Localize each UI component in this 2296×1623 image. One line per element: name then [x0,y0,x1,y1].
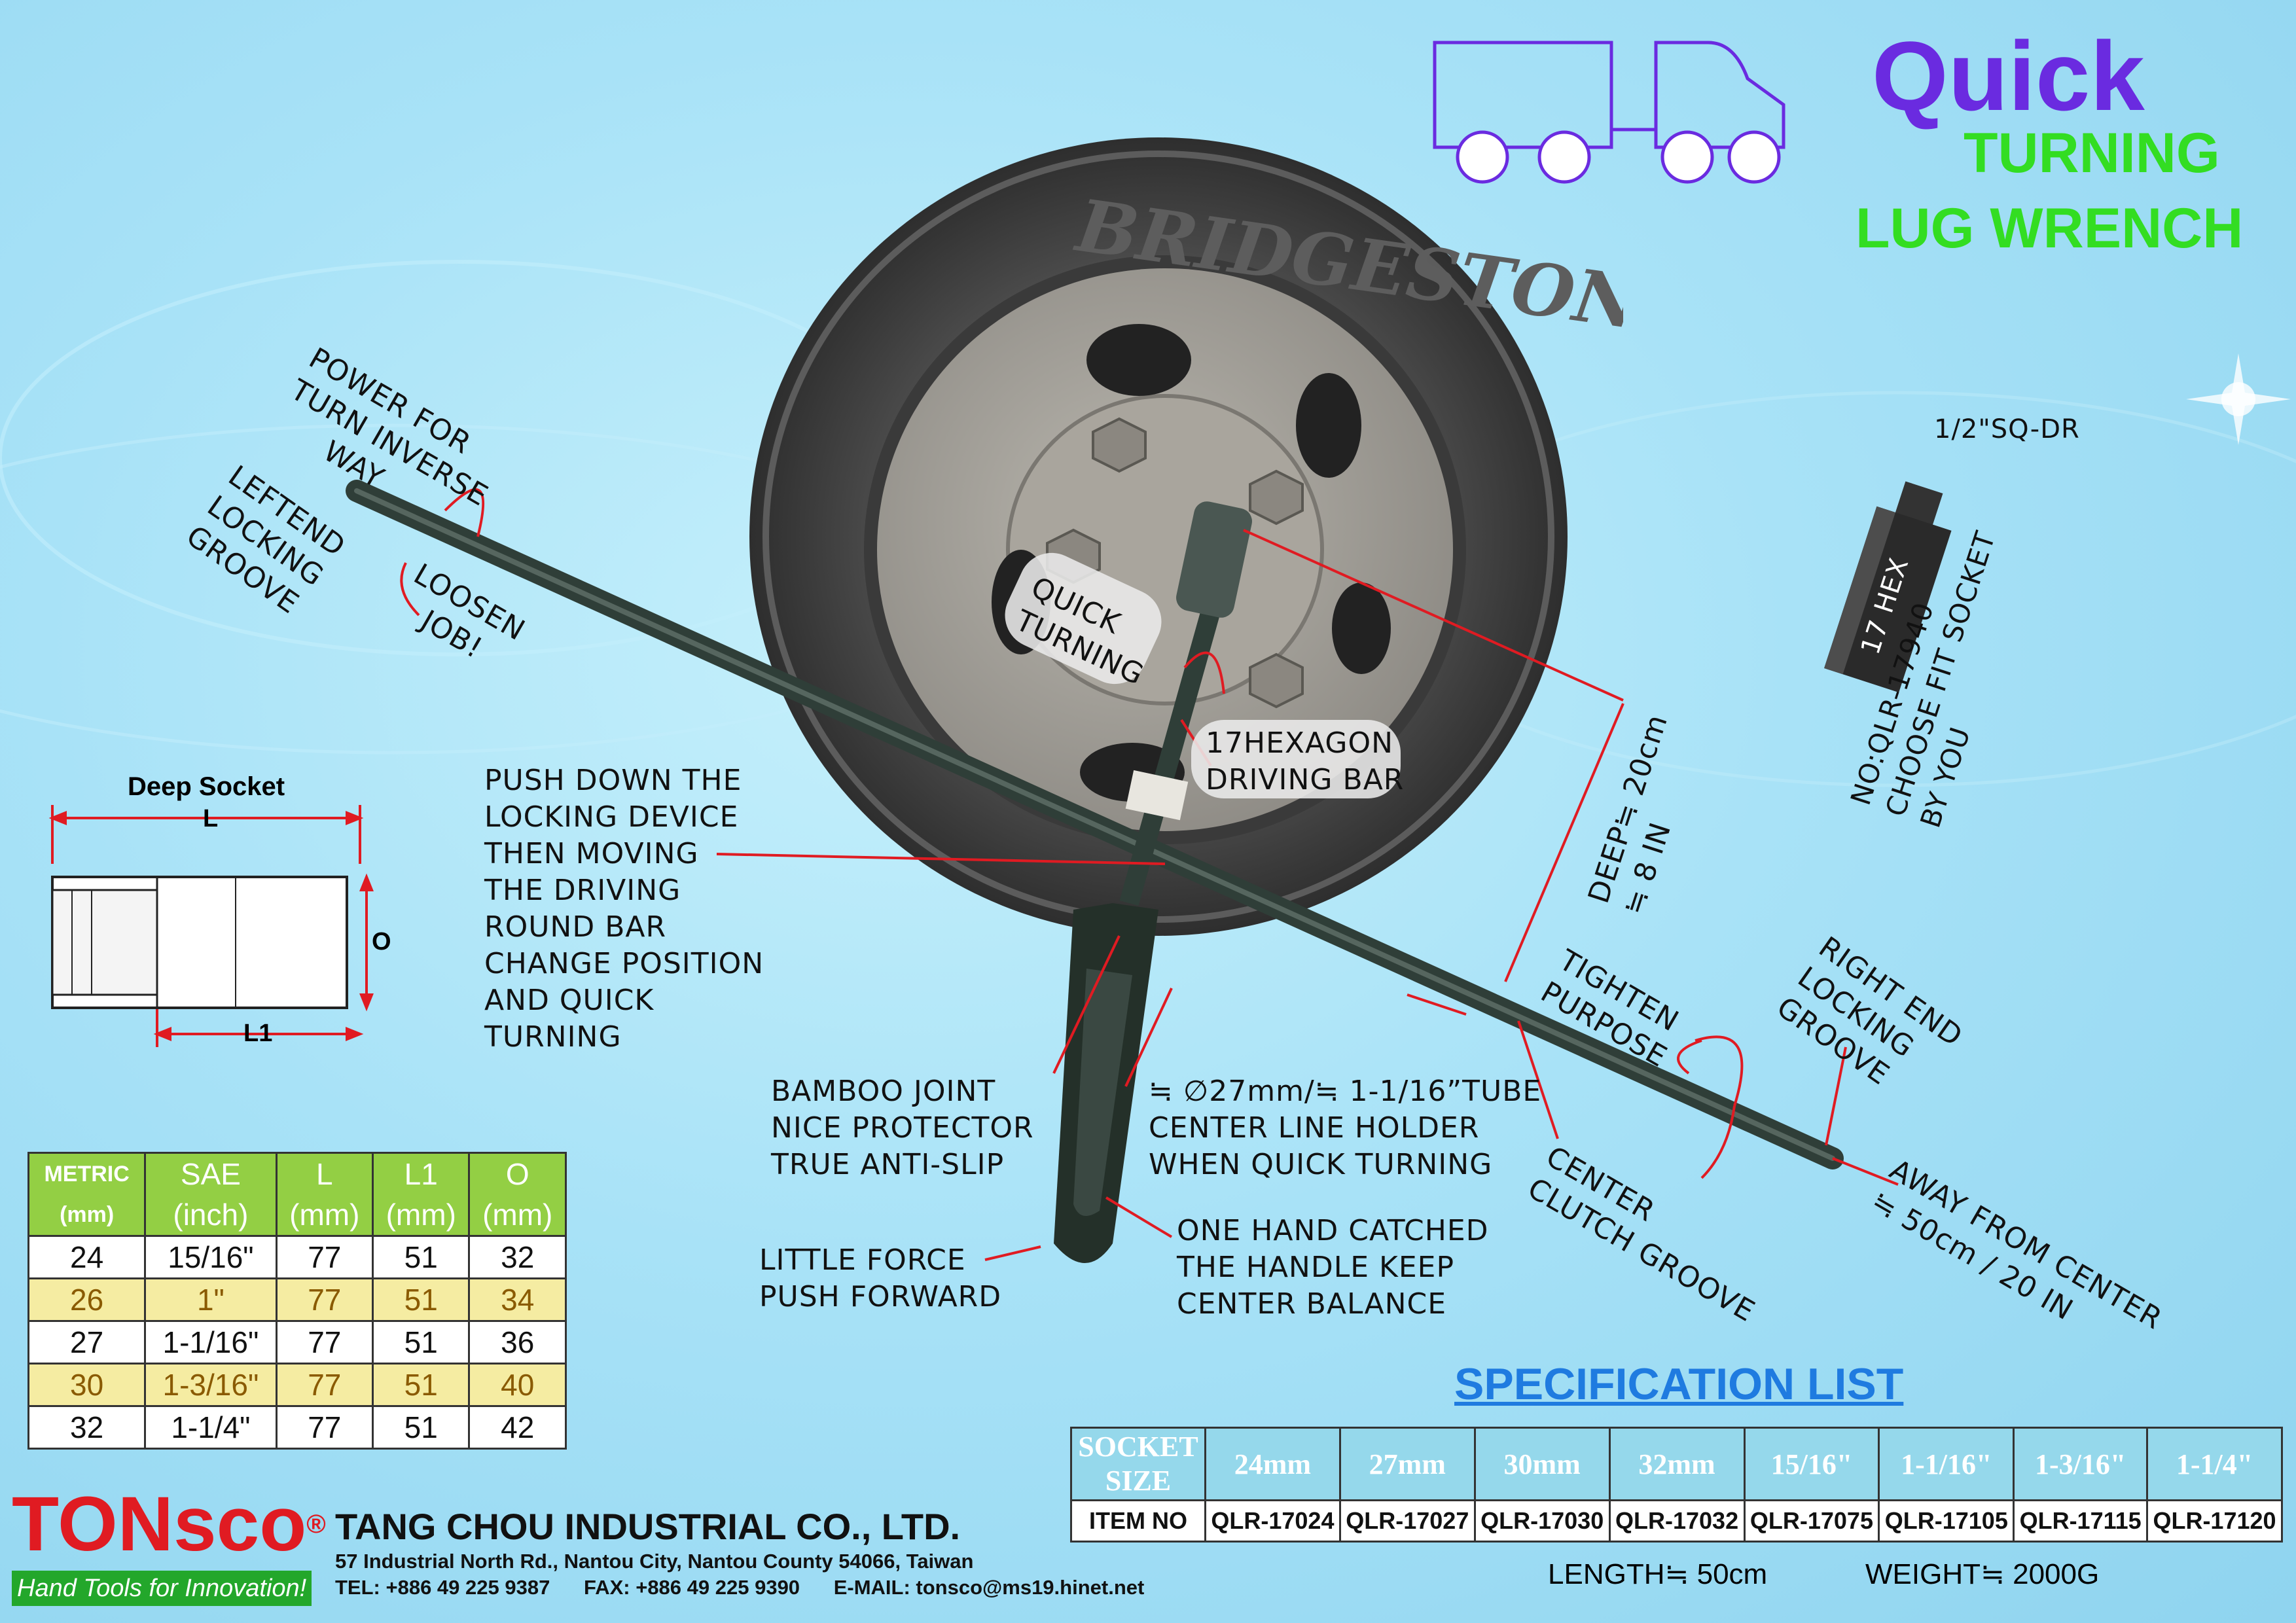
table-cell: 15/16" [144,1235,278,1279]
table-cell: 30 [27,1363,147,1407]
spec-size-cell: 1-1/4" [2146,1427,2283,1501]
callout-sq-dr: 1/2"SQ-DR [1934,414,2080,444]
table-cell: 77 [275,1235,374,1279]
table-cell: 26 [27,1277,147,1322]
header-metric: METRIC(mm) [27,1152,147,1237]
spec-size-cell: 15/16" [1743,1427,1880,1501]
table-row: 30 1-3/16" 77 51 40 [27,1363,567,1407]
spec-list-title: SPECIFICATION LIST [1454,1359,1904,1409]
deep-socket-diagram [48,805,374,1047]
spec-size-cell: 1-3/16" [2013,1427,2149,1501]
company-address: 57 Industrial North Rd., Nantou City, Na… [335,1550,974,1573]
table-cell: 1-1/16" [144,1320,278,1364]
table-cell: 51 [372,1235,471,1279]
table-cell: 42 [468,1405,567,1450]
spec-size-cell: 1-1/16" [1878,1427,2015,1501]
header-l1: L1(mm) [372,1152,471,1237]
header-o: O(mm) [468,1152,567,1237]
deep-socket-title: Deep Socket [128,772,285,801]
table-cell: 77 [275,1277,374,1322]
table-row: 26 1" 77 51 34 [27,1277,567,1322]
title-lug-wrench: LUG WRENCH [1856,197,2244,260]
table-cell: 34 [468,1277,567,1322]
spec-item-cell: QLR-17024 [1204,1499,1341,1543]
table-row: 24 15/16" 77 51 32 [27,1235,567,1279]
deep-socket-O: O [372,928,391,955]
item-no-label: ITEM NO [1070,1499,1206,1543]
spec-item-cell: QLR-17030 [1473,1499,1611,1543]
deep-socket-L: L [203,805,219,832]
spec-size-row: SOCKET SIZE 24mm 27mm 30mm 32mm 15/16" 1… [1070,1427,2283,1501]
header-sae: SAE(inch) [144,1152,278,1237]
callout-little-force: LITTLE FORCE PUSH FORWARD [759,1243,1002,1313]
spec-length: LENGTH≒ 50cm [1548,1558,1768,1590]
brand-reg: ® [306,1510,326,1539]
spec-item-cell: QLR-17027 [1338,1499,1476,1543]
table-row: 27 1-1/16" 77 51 36 [27,1320,567,1364]
spec-item-cell: QLR-17115 [2013,1499,2149,1543]
spec-list-table: SOCKET SIZE 24mm 27mm 30mm 32mm 15/16" 1… [1070,1427,2283,1543]
spec-size-cell: 30mm [1473,1427,1611,1501]
table-cell: 1-3/16" [144,1363,278,1407]
company-name: TANG CHOU INDUSTRIAL CO., LTD. [335,1506,961,1547]
table-cell: 1-1/4" [144,1405,278,1450]
table-cell: 24 [27,1235,147,1279]
truck-icon [1433,41,1785,184]
table-cell: 51 [372,1320,471,1364]
callout-tube: ≒ ∅27mm/≒ 1-1/16”TUBE CENTER LINE HOLDER… [1149,1075,1542,1181]
spec-item-cell: QLR-17120 [2146,1499,2283,1543]
hexagon-bubble [1191,720,1401,798]
table-cell: 51 [372,1405,471,1450]
spec-size-cell: 27mm [1338,1427,1476,1501]
company-contact: TEL: +886 49 225 9387 FAX: +886 49 225 9… [335,1576,1145,1599]
brand-tagline: Hand Tools for Innovation! [12,1571,312,1606]
table-cell: 32 [468,1235,567,1279]
table-cell: 36 [468,1320,567,1364]
table-cell: 27 [27,1320,147,1364]
title-quick: Quick [1872,21,2145,131]
table-cell: 40 [468,1363,567,1407]
callout-hexagon-driving-bar: 17HEXAGON DRIVING BAR [1206,726,1405,796]
table-cell: 51 [372,1363,471,1407]
spec-weight: WEIGHT≒ 2000G [1865,1558,2100,1590]
spec-size-cell: 24mm [1204,1427,1341,1501]
table-row: 32 1-1/4" 77 51 42 [27,1405,567,1450]
table-cell: 51 [372,1277,471,1322]
table-cell: 77 [275,1363,374,1407]
table-cell: 77 [275,1320,374,1364]
header-l: L(mm) [275,1152,374,1237]
callout-push-down: PUSH DOWN THE LOCKING DEVICE THEN MOVING… [484,764,764,1054]
brand-ton: TON [12,1481,173,1567]
spec-item-cell: QLR-17032 [1608,1499,1746,1543]
table-cell: 77 [275,1405,374,1450]
brand-logo: TONsco® [12,1486,326,1563]
callout-bamboo-joint: BAMBOO JOINT NICE PROTECTOR TRUE ANTI-SL… [771,1075,1034,1181]
table-cell: 32 [27,1405,147,1450]
callout-one-hand: ONE HAND CATCHED THE HANDLE KEEP CENTER … [1177,1214,1489,1321]
brand-sco: sco [173,1481,307,1567]
hex-socket-illustration [1824,481,1952,693]
deep-socket-L1: L1 [243,1020,273,1047]
metric-size-table: METRIC(mm) SAE(inch) L(mm) L1(mm) O(mm) … [27,1152,567,1450]
spec-item-row: ITEM NO QLR-17024 QLR-17027 QLR-17030 QL… [1070,1499,2283,1543]
title-turning: TURNING [1964,122,2220,185]
socket-size-label: SOCKET SIZE [1070,1427,1206,1501]
table-cell: 1" [144,1277,278,1322]
spec-item-cell: QLR-17105 [1878,1499,2015,1543]
metric-table-header: METRIC(mm) SAE(inch) L(mm) L1(mm) O(mm) [27,1152,567,1237]
spec-size-cell: 32mm [1608,1427,1746,1501]
spec-item-cell: QLR-17075 [1743,1499,1880,1543]
